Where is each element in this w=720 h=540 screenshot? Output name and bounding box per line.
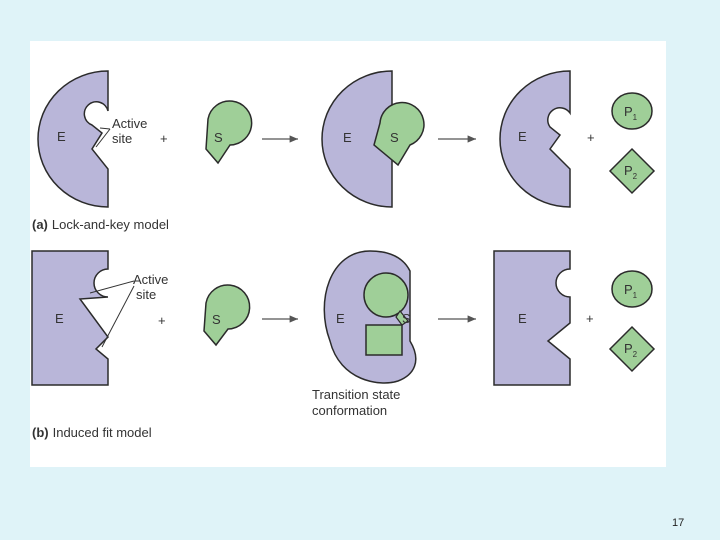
- product-1-shape: [611, 270, 653, 308]
- svg-text:P2: P2: [624, 341, 638, 359]
- svg-text:P2: P2: [624, 163, 638, 181]
- svg-text:(b)Induced fit model: (b) Induced fit model: [32, 425, 152, 440]
- enzyme-label: E: [518, 311, 527, 326]
- substrate-shape: [363, 272, 409, 318]
- enzyme-shape: [321, 70, 393, 208]
- enzyme-label: E: [518, 129, 527, 144]
- active-site-label-line2: site: [136, 287, 156, 302]
- substrate-shape: [205, 100, 253, 165]
- plus-sign: +: [160, 131, 168, 146]
- enzyme-label: E: [343, 130, 352, 145]
- substrate-label: S: [214, 130, 223, 145]
- product-1-label: P: [624, 282, 633, 297]
- enzyme-label: E: [57, 129, 66, 144]
- substrate-label: S: [390, 130, 399, 145]
- product-2-subscript: 2: [633, 350, 638, 359]
- product-2-label: P: [624, 163, 633, 178]
- page-number: 17: [672, 517, 685, 529]
- caption-text: Lock-and-key model: [52, 217, 169, 232]
- plus-sign: +: [587, 130, 595, 145]
- transition-label-line1: Transition state: [312, 387, 400, 402]
- substrate-shape: [373, 101, 425, 167]
- enzyme-model-figure: E Active site + S E S E + P1 P2 (a)Lock-…: [30, 41, 666, 467]
- caption-letter: (a): [32, 217, 48, 232]
- caption-letter: (b): [32, 425, 49, 440]
- plus-sign: +: [158, 313, 166, 328]
- product-1-subscript: 1: [633, 113, 638, 122]
- enzyme-shape: [499, 70, 571, 208]
- enzyme-shape: [493, 250, 571, 386]
- panel-a: E Active site + S E S E + P1 P2 (a)Lock-…: [32, 70, 656, 232]
- product-1-subscript: 1: [633, 291, 638, 300]
- active-site-label-line2: site: [112, 131, 132, 146]
- enzyme-shape: [37, 70, 109, 208]
- product-2-subscript: 2: [633, 172, 638, 181]
- substrate-label: S: [402, 311, 411, 326]
- substrate-label: S: [212, 312, 221, 327]
- transition-label-line2: conformation: [312, 403, 387, 418]
- enzyme-label: E: [336, 311, 345, 326]
- active-site-label-line1: Active: [112, 116, 147, 131]
- svg-text:P1: P1: [624, 282, 638, 300]
- substrate-shape: [203, 284, 251, 347]
- active-site-label-line1: Active: [133, 272, 168, 287]
- substrate-shape: [365, 324, 403, 356]
- panel-b: E Active site + S E S Transition state c…: [31, 250, 656, 440]
- product-1-label: P: [624, 104, 633, 119]
- enzyme-shape: [31, 250, 109, 386]
- svg-text:P1: P1: [624, 104, 638, 122]
- product-2-label: P: [624, 341, 633, 356]
- enzyme-label: E: [55, 311, 64, 326]
- product-1-shape: [611, 92, 653, 130]
- plus-sign: +: [586, 311, 594, 326]
- caption-text: Induced fit model: [53, 425, 152, 440]
- product-2-shape: [608, 325, 656, 373]
- svg-text:(a)Lock-and-key model: (a) Lock-and-key model: [32, 217, 169, 232]
- product-2-shape: [608, 147, 656, 195]
